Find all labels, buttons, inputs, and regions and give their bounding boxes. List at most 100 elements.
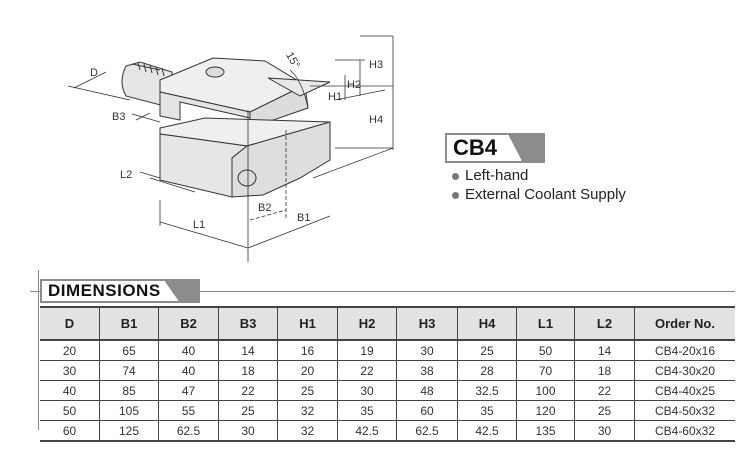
column-header: B3 xyxy=(218,306,278,341)
table-cell: 38 xyxy=(396,360,458,381)
table-cell: CB4-20x16 xyxy=(634,340,735,361)
dimensions-title: DIMENSIONS xyxy=(40,279,180,303)
table-cell: 30 xyxy=(40,360,100,381)
label-L2: L2 xyxy=(120,169,132,181)
table-cell: 50 xyxy=(40,400,100,421)
table-cell: 20 xyxy=(277,360,338,381)
table-cell: 74 xyxy=(99,360,159,381)
table-cell: 30 xyxy=(218,420,278,442)
feature-text: External Coolant Supply xyxy=(465,186,626,203)
column-header: L1 xyxy=(516,306,575,341)
table-header-row: D B1 B2 B3 H1 H2 H3 H4 L1 L2 Order No. xyxy=(40,306,735,341)
label-D: D xyxy=(90,67,98,79)
column-header: L2 xyxy=(574,306,635,341)
label-H4: H4 xyxy=(369,114,383,126)
table-cell: 32 xyxy=(277,400,338,421)
tool-holder-drawing: D B3 L2 L1 B2 B1 H1 H2 H3 H4 15° xyxy=(67,35,394,262)
table-cell: 35 xyxy=(337,400,397,421)
table-cell: 48 xyxy=(396,380,458,401)
feature-text: Left-hand xyxy=(465,167,529,184)
table-cell: 42.5 xyxy=(337,420,397,442)
product-code-badge: CB4 xyxy=(445,133,545,163)
table-cell: 40 xyxy=(40,380,100,401)
column-header: H4 xyxy=(457,306,517,341)
table-cell: 42.5 xyxy=(457,420,517,442)
column-header: D xyxy=(40,306,100,341)
table-cell: 125 xyxy=(99,420,159,442)
label-H2: H2 xyxy=(347,79,361,91)
table-cell: 50 xyxy=(516,340,575,361)
divider xyxy=(30,291,40,292)
table-cell: 18 xyxy=(574,360,635,381)
table-cell: 32 xyxy=(277,420,338,442)
table-cell: 19 xyxy=(337,340,397,361)
table-cell: 30 xyxy=(396,340,458,361)
table-cell: CB4-30x20 xyxy=(634,360,735,381)
bullet-icon xyxy=(452,172,459,180)
table-cell: 25 xyxy=(574,400,635,421)
table-cell: 85 xyxy=(99,380,159,401)
table-cell: CB4-40x25 xyxy=(634,380,735,401)
table-cell: 47 xyxy=(158,380,219,401)
table-cell: 100 xyxy=(516,380,575,401)
column-header: Order No. xyxy=(634,306,735,341)
table-cell: 70 xyxy=(516,360,575,381)
table-cell: 25 xyxy=(218,400,278,421)
label-H1: H1 xyxy=(328,91,342,103)
table-cell: 25 xyxy=(277,380,338,401)
label-angle: 15° xyxy=(283,50,302,70)
table-cell: 62.5 xyxy=(158,420,219,442)
table-cell: 62.5 xyxy=(396,420,458,442)
divider xyxy=(200,291,735,292)
table-cell: 20 xyxy=(40,340,100,361)
label-L1: L1 xyxy=(193,219,205,231)
table-cell: 22 xyxy=(574,380,635,401)
table-cell: 40 xyxy=(158,360,219,381)
label-B3: B3 xyxy=(112,111,125,123)
table-cell: 18 xyxy=(218,360,278,381)
dimensions-table: D B1 B2 B3 H1 H2 H3 H4 L1 L2 Order No. 2… xyxy=(40,306,735,442)
table-cell: 16 xyxy=(277,340,338,361)
bullet-icon xyxy=(452,191,459,199)
table-cell: 32.5 xyxy=(457,380,517,401)
column-header: H2 xyxy=(337,306,397,341)
feature-item: Left-hand xyxy=(452,167,528,184)
column-header: H1 xyxy=(277,306,338,341)
product-code: CB4 xyxy=(445,133,523,163)
table-cell: 105 xyxy=(99,400,159,421)
label-B1: B1 xyxy=(297,212,310,224)
table-cell: 22 xyxy=(337,360,397,381)
table-cell: CB4-50x32 xyxy=(634,400,735,421)
table-cell: 28 xyxy=(457,360,517,381)
table-cell: 135 xyxy=(516,420,575,442)
insert xyxy=(267,77,331,97)
table-cell: 14 xyxy=(218,340,278,361)
lower-block-side xyxy=(231,121,331,198)
table-cell: 22 xyxy=(218,380,278,401)
label-H3: H3 xyxy=(369,59,383,71)
table-cell: 120 xyxy=(516,400,575,421)
table-cell: 14 xyxy=(574,340,635,361)
table-cell: 55 xyxy=(158,400,219,421)
divider xyxy=(38,270,39,430)
table-cell: 60 xyxy=(396,400,458,421)
dimensions-header: DIMENSIONS xyxy=(40,279,200,303)
column-header: H3 xyxy=(396,306,458,341)
table-cell: CB4-60x32 xyxy=(634,420,735,442)
column-header: B1 xyxy=(99,306,159,341)
table-cell: 60 xyxy=(40,420,100,442)
table-cell: 40 xyxy=(158,340,219,361)
label-B2: B2 xyxy=(258,202,271,214)
feature-item: External Coolant Supply xyxy=(452,186,626,203)
column-header: B2 xyxy=(158,306,219,341)
table-cell: 35 xyxy=(457,400,517,421)
table-cell: 30 xyxy=(574,420,635,442)
table-cell: 65 xyxy=(99,340,159,361)
table-cell: 30 xyxy=(337,380,397,401)
